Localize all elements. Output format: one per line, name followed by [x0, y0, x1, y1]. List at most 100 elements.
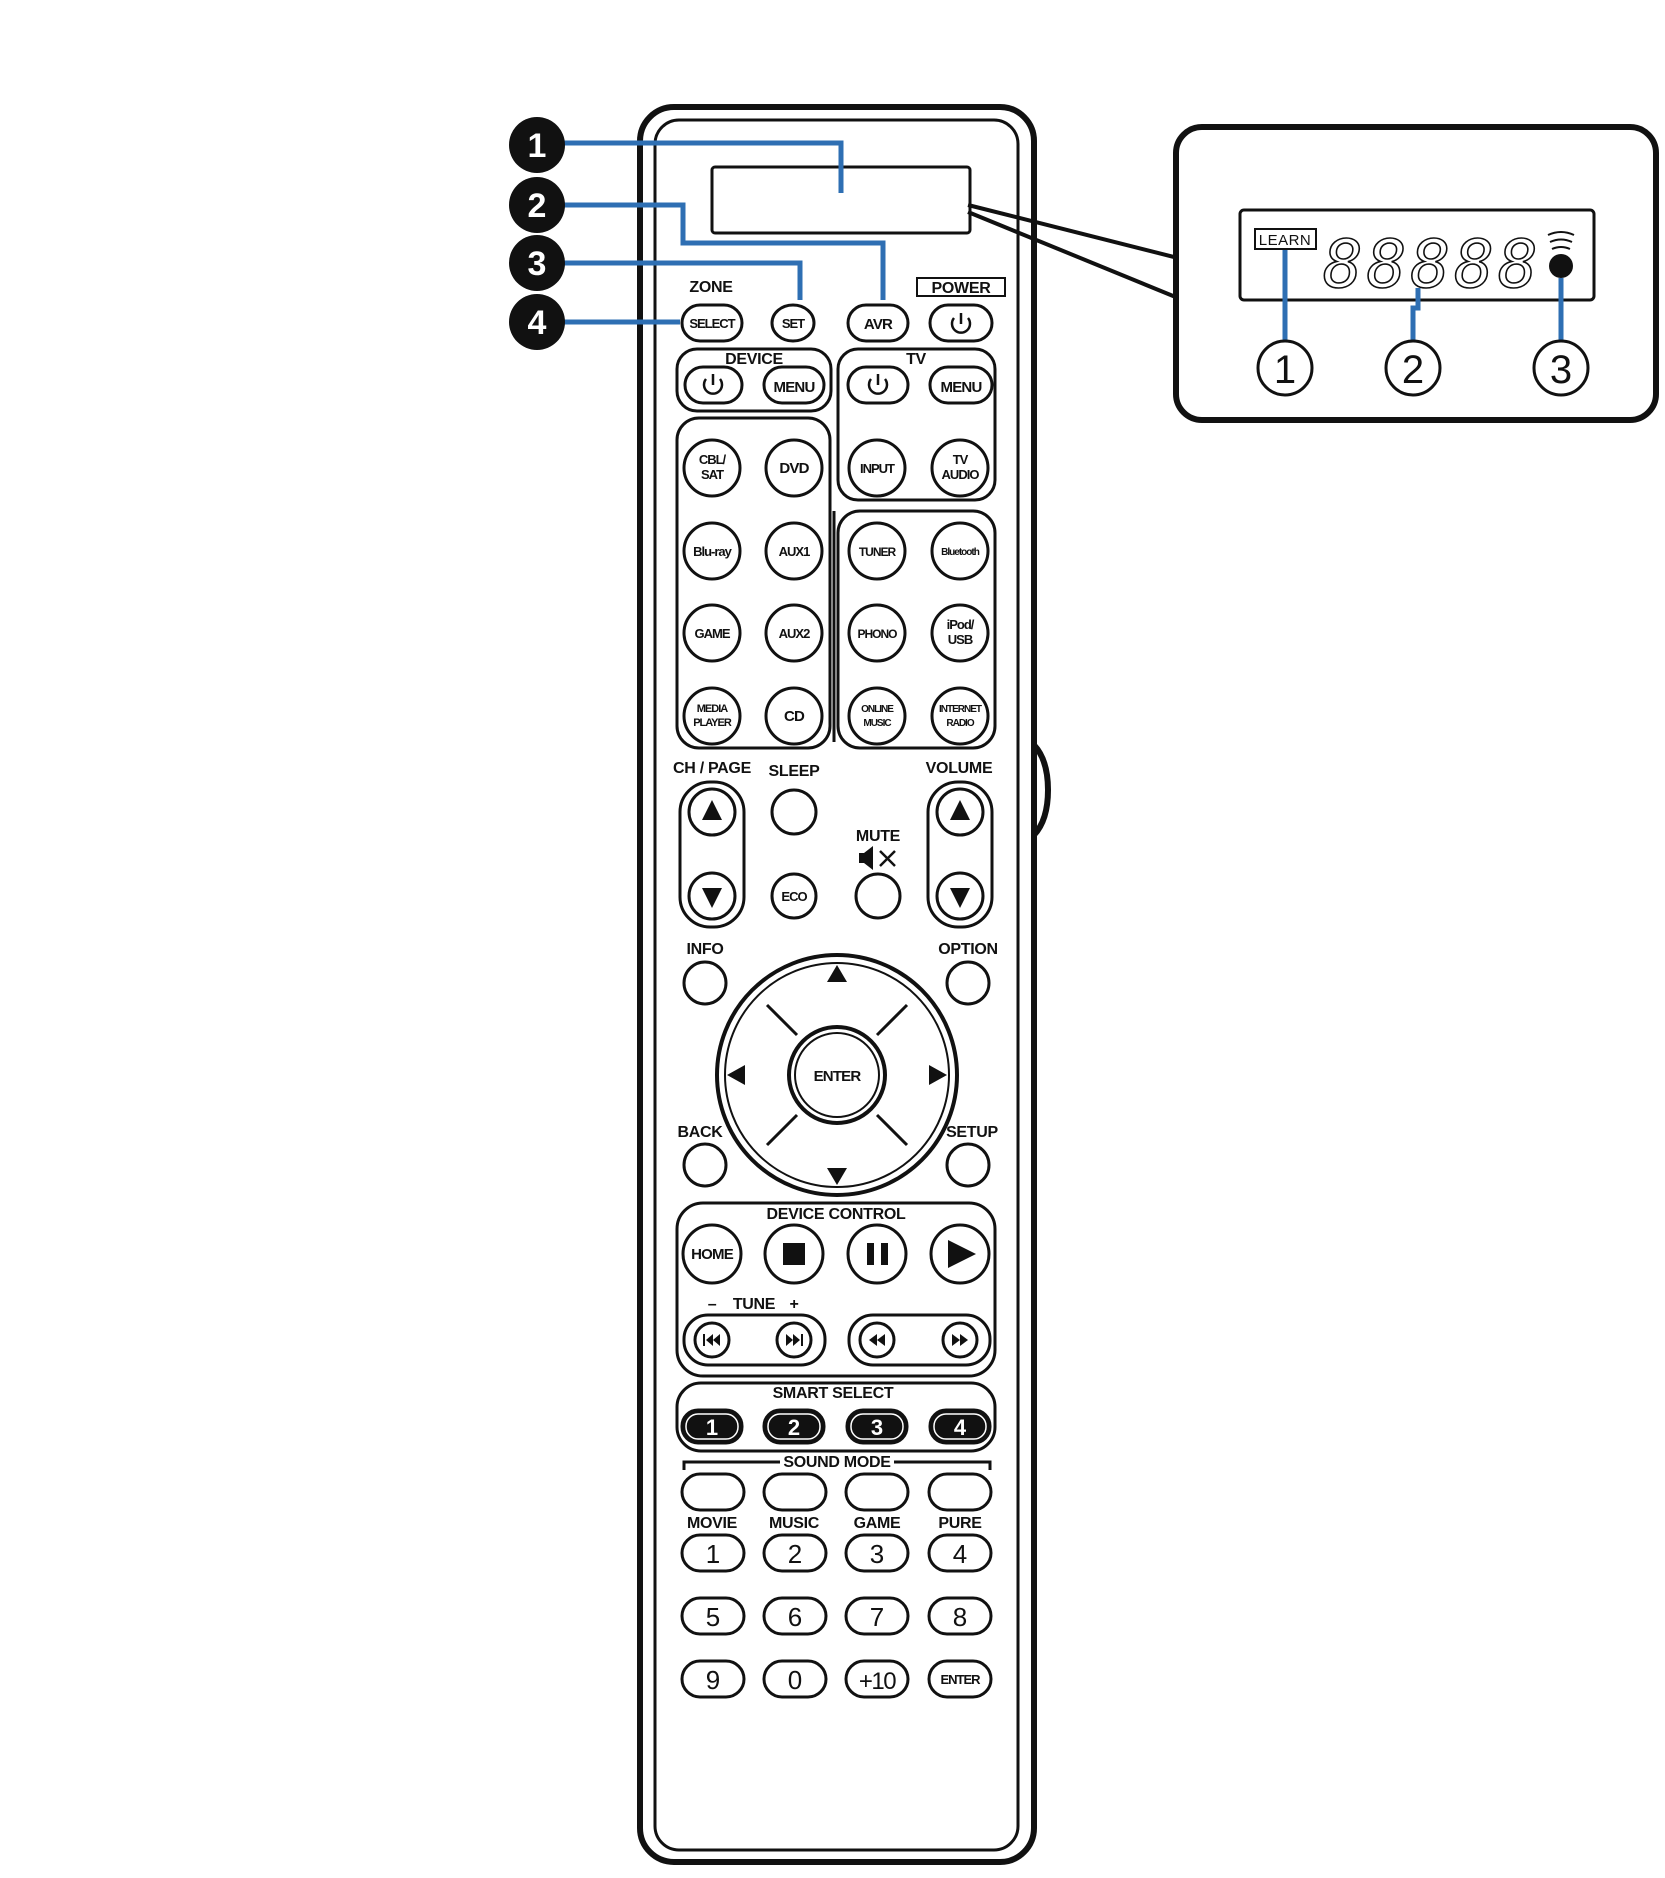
source-internet-radio-button[interactable]: INTERNET RADIO — [930, 686, 990, 746]
volume-down-button[interactable] — [935, 871, 985, 921]
sources-left-group — [675, 416, 832, 750]
sound-mode-game-button[interactable] — [844, 1472, 910, 1512]
svg-text:9: 9 — [706, 1665, 720, 1695]
option-button[interactable] — [945, 960, 991, 1006]
back-label: BACK — [677, 1124, 723, 1141]
device-power-button[interactable] — [683, 365, 744, 405]
setup-label: SETUP — [946, 1124, 998, 1141]
up-arrow-icon — [950, 800, 970, 820]
zone-select-button[interactable]: SELECT — [680, 303, 744, 343]
keypad-plus10-button[interactable]: +10 — [844, 1659, 910, 1699]
fast-forward-icon — [952, 1334, 968, 1346]
svg-text:AVR: AVR — [864, 316, 893, 333]
source-online-music-button[interactable]: ONLINE MUSIC — [847, 686, 907, 746]
svg-text:TUNER: TUNER — [859, 545, 897, 559]
fast-forward-button[interactable] — [941, 1321, 979, 1359]
power-label: POWER — [932, 280, 992, 297]
source-tuner-button[interactable]: TUNER — [847, 521, 907, 581]
stop-button[interactable] — [763, 1223, 825, 1285]
home-button[interactable]: HOME — [681, 1223, 743, 1285]
source-aux1-button[interactable]: AUX1 — [764, 521, 824, 581]
svg-text:3: 3 — [870, 1539, 884, 1569]
mute-button[interactable] — [854, 872, 902, 920]
smart-select-1-button[interactable]: 1 — [680, 1408, 744, 1445]
svg-text:iPod/: iPod/ — [947, 617, 975, 632]
device-group — [675, 347, 833, 413]
keypad-8-button[interactable]: 8 — [927, 1596, 993, 1636]
source-bluetooth-button[interactable]: Bluetooth — [930, 521, 990, 581]
sound-mode-music-label: MUSIC — [769, 1515, 820, 1532]
inset-callout-2: 2 — [1384, 339, 1442, 397]
skip-next-button[interactable] — [775, 1321, 813, 1359]
keypad-6-button[interactable]: 6 — [762, 1596, 828, 1636]
sound-mode-pure-button[interactable] — [927, 1472, 993, 1512]
info-label: INFO — [686, 941, 723, 958]
sound-mode-music-button[interactable] — [762, 1472, 828, 1512]
svg-text:INPUT: INPUT — [860, 461, 895, 476]
source-media-player-button[interactable]: MEDIA PLAYER — [682, 686, 742, 746]
play-button[interactable] — [929, 1223, 991, 1285]
keypad-enter-button[interactable]: ENTER — [927, 1659, 993, 1699]
source-dvd-button[interactable]: DVD — [764, 438, 824, 498]
avr-button[interactable]: AVR — [846, 303, 910, 343]
tv-group — [836, 347, 997, 502]
keypad-2-button[interactable]: 2 — [762, 1533, 828, 1573]
smart-select-4-button[interactable]: 4 — [928, 1408, 992, 1445]
pause-button[interactable] — [846, 1223, 908, 1285]
set-button[interactable]: SET — [770, 303, 816, 343]
svg-text:MENU: MENU — [774, 379, 815, 396]
sound-mode-movie-button[interactable] — [680, 1472, 746, 1512]
up-arrow-icon — [702, 800, 722, 820]
nav-up-button[interactable] — [827, 965, 847, 982]
sleep-button[interactable] — [770, 788, 818, 836]
rewind-button[interactable] — [858, 1321, 896, 1359]
skip-next-icon — [786, 1334, 803, 1346]
source-phono-button[interactable]: PHONO — [847, 603, 907, 663]
keypad-1-button[interactable]: 1 — [680, 1533, 746, 1573]
keypad-5-button[interactable]: 5 — [680, 1596, 746, 1636]
source-game-button[interactable]: GAME — [682, 603, 742, 663]
source-cbl-sat-button[interactable]: CBL/ SAT — [682, 438, 742, 498]
smart-select-2-button[interactable]: 2 — [762, 1408, 826, 1445]
channel-down-button[interactable] — [687, 871, 737, 921]
tv-label: TV — [906, 351, 926, 368]
nav-left-button[interactable] — [727, 1065, 745, 1085]
smart-select-3-button[interactable]: 3 — [845, 1408, 909, 1445]
svg-text:7: 7 — [870, 1602, 884, 1632]
sleep-label: SLEEP — [769, 763, 821, 780]
keypad-4-button[interactable]: 4 — [927, 1533, 993, 1573]
keypad-0-button[interactable]: 0 — [762, 1659, 828, 1699]
svg-text:DVD: DVD — [779, 460, 809, 477]
source-ipod-usb-button[interactable]: iPod/ USB — [930, 603, 990, 663]
setup-button[interactable] — [945, 1142, 991, 1188]
skip-previous-button[interactable] — [693, 1321, 731, 1359]
svg-text:5: 5 — [706, 1602, 720, 1632]
source-cd-button[interactable]: CD — [764, 686, 824, 746]
nav-right-button[interactable] — [929, 1065, 947, 1085]
tv-audio-button[interactable]: TV AUDIO — [930, 438, 990, 498]
svg-text:Bluetooth: Bluetooth — [941, 547, 980, 558]
channel-up-button[interactable] — [687, 787, 737, 837]
eco-button[interactable]: ECO — [770, 872, 818, 920]
source-bluray-button[interactable]: Blu-ray — [682, 521, 742, 581]
svg-text:TV: TV — [953, 452, 969, 467]
keypad-7-button[interactable]: 7 — [844, 1596, 910, 1636]
source-aux2-button[interactable]: AUX2 — [764, 603, 824, 663]
svg-text:2: 2 — [788, 1415, 800, 1440]
volume-up-button[interactable] — [935, 787, 985, 837]
tv-input-button[interactable]: INPUT — [847, 438, 907, 498]
tv-power-button[interactable] — [846, 365, 910, 405]
keypad: 1 2 3 4 5 6 7 8 9 0 +10 ENTER — [680, 1533, 993, 1699]
keypad-9-button[interactable]: 9 — [680, 1659, 746, 1699]
keypad-3-button[interactable]: 3 — [844, 1533, 910, 1573]
power-button[interactable] — [928, 303, 994, 343]
svg-text:HOME: HOME — [691, 1246, 734, 1263]
tv-menu-button[interactable]: MENU — [928, 365, 994, 405]
back-button[interactable] — [682, 1142, 728, 1188]
device-menu-button[interactable]: MENU — [762, 365, 826, 405]
nav-down-button[interactable] — [827, 1168, 847, 1185]
info-button[interactable] — [682, 960, 728, 1006]
svg-text:MUSIC: MUSIC — [863, 718, 891, 729]
enter-button[interactable]: ENTER — [787, 1025, 887, 1125]
